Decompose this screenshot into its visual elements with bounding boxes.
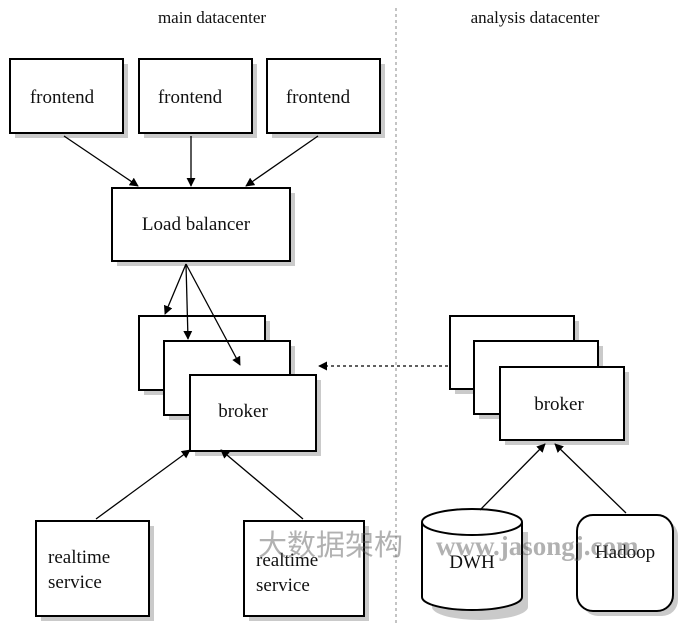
frontend-label-2: frontend — [158, 87, 223, 108]
arrow-hadoop-to-broker — [554, 443, 627, 514]
frontend-label-3: frontend — [286, 87, 351, 108]
watermark-url: www.jasongj.com — [436, 531, 639, 561]
arrow-realtime2-to-broker — [220, 449, 304, 520]
analysis-broker-stack: broker — [449, 315, 629, 445]
analysis-datacenter-title: analysis datacenter — [471, 8, 600, 27]
arrow-lb-to-broker-3 — [185, 263, 241, 366]
hadoop-label: Hadoop — [595, 542, 655, 563]
analysis-broker-label: broker — [534, 394, 584, 415]
dwh-database-cylinder: DWH — [421, 508, 528, 620]
arrow-realtime1-to-broker — [95, 449, 191, 520]
arrow-frontend1-to-lb — [63, 135, 139, 187]
realtime-service-1-line1: realtime — [48, 547, 110, 568]
arrow-lb-to-broker-1 — [163, 263, 187, 315]
watermark-cn: 大数据架构 — [258, 528, 403, 562]
hadoop-box: Hadoop — [576, 514, 678, 616]
main-broker-stack: broker — [138, 315, 321, 456]
realtime-service-box-2: realtime service — [243, 520, 369, 621]
realtime-service-box-1: realtime service — [35, 520, 154, 621]
realtime-service-2-line2: service — [256, 575, 310, 596]
arrow-dwh-to-broker — [479, 443, 546, 511]
arrow-lb-to-broker-2 — [183, 263, 193, 340]
load-balancer-box: Load balancer — [111, 187, 295, 266]
main-broker-label: broker — [218, 401, 268, 422]
realtime-service-1-line2: service — [48, 572, 102, 593]
frontend-label-1: frontend — [30, 87, 95, 108]
frontend-box-2: frontend — [138, 58, 257, 138]
frontend-box-1: frontend — [9, 58, 128, 138]
dwh-label: DWH — [449, 552, 495, 573]
load-balancer-label: Load balancer — [142, 214, 251, 235]
frontend-box-3: frontend — [266, 58, 385, 138]
main-datacenter-title: main datacenter — [158, 8, 266, 27]
realtime-service-2-line1: realtime — [256, 550, 318, 571]
arrow-frontend3-to-lb — [245, 135, 319, 187]
